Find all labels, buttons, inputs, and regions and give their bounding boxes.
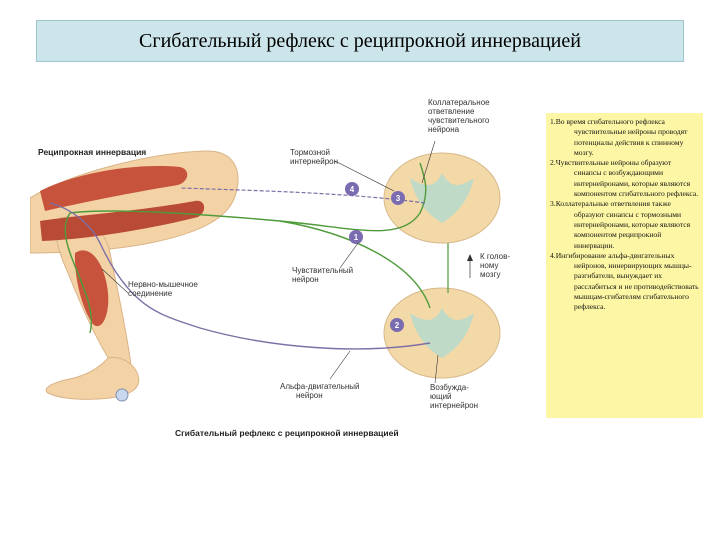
label-inhibitory: Тормозной интернейрон xyxy=(290,148,338,166)
leader-sensory xyxy=(340,243,358,268)
marker-4-text: 4 xyxy=(350,185,355,194)
label-alpha-motor: Альфа-двигательный нейрон xyxy=(280,382,362,400)
note-item: 4.Ингибирование альфа-двигательных нейро… xyxy=(550,251,699,313)
page-title: Сгибательный рефлекс с реципрокной иннер… xyxy=(139,30,581,53)
label-excitatory: Возбужда- ющий интернейрон xyxy=(430,383,478,410)
marker-3: 3 xyxy=(391,191,405,205)
marker-1-text: 1 xyxy=(354,233,359,242)
title-bar: Сгибательный рефлекс с реципрокной иннер… xyxy=(36,20,684,62)
marker-1: 1 xyxy=(349,230,363,244)
reflex-diagram: 1 2 3 4 Реципрокная иннервация Коллатера… xyxy=(30,93,540,443)
marker-4: 4 xyxy=(345,182,359,196)
leader-inhibitory xyxy=(335,161,394,191)
marker-2-text: 2 xyxy=(395,321,400,330)
figure-caption: Сгибательный рефлекс с реципрокной иннер… xyxy=(175,428,399,438)
spinal-cord-lower xyxy=(384,288,500,378)
marker-2: 2 xyxy=(390,318,404,332)
section-label: Реципрокная иннервация xyxy=(38,147,146,157)
label-collateral: Коллатеральное ответвление чувствительно… xyxy=(428,98,492,134)
receptor xyxy=(116,389,128,401)
notes-list: 1.Во время сгибательного рефлекса чувств… xyxy=(550,117,699,313)
note-item: 1.Во время сгибательного рефлекса чувств… xyxy=(550,117,699,158)
notes-panel: 1.Во время сгибательного рефлекса чувств… xyxy=(546,113,703,418)
label-sensory: Чувствительный нейрон xyxy=(292,266,355,284)
label-neuromuscular: Нервно-мышечное соединение xyxy=(128,280,200,298)
marker-3-text: 3 xyxy=(396,194,401,203)
label-to-brain: К голов- ному мозгу xyxy=(480,252,512,279)
note-item: 3.Коллатеральные ответвления также образ… xyxy=(550,199,699,250)
reflex-illustration: 1 2 3 4 Реципрокная иннервация Коллатера… xyxy=(30,93,540,443)
leader-alpha-motor xyxy=(330,351,350,379)
note-item: 2.Чувствительные нейроны образуют синапс… xyxy=(550,158,699,199)
to-brain-arrowhead xyxy=(467,254,473,261)
